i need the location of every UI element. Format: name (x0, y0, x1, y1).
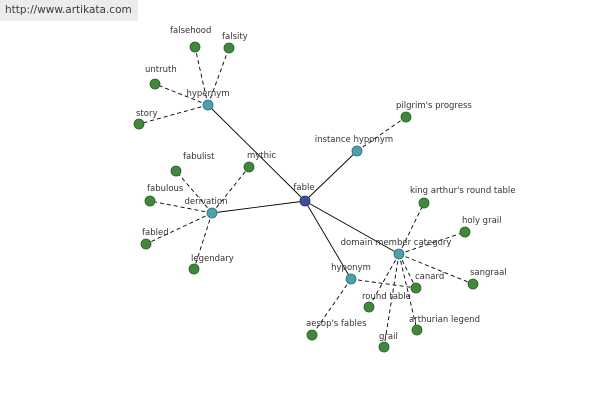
leaf-label-falsity: falsity (222, 32, 248, 42)
edge-domain-member-category-to-canard (398, 253, 417, 289)
edge-domain-member-category-to-grail (383, 253, 400, 348)
relation-node-instance-hyponym (351, 145, 363, 157)
leaf-node-falsehood (189, 41, 201, 53)
leaf-label-story: story (136, 109, 158, 119)
leaf-label-round-table: round table (362, 292, 411, 302)
edge-hypernym-to-falsehood (194, 46, 209, 106)
leaf-node-king-arthur-s-round-table (418, 197, 430, 209)
relation-node-derivation (206, 207, 218, 219)
leaf-label-pilgrim-s-progress: pilgrim's progress (396, 101, 472, 111)
leaf-label-canard: canard (415, 272, 444, 282)
relation-node-domain-member-category (393, 248, 405, 260)
edge-derivation-to-legendary (193, 212, 213, 270)
leaf-node-story (133, 118, 145, 130)
edge-hypernym-to-untruth (154, 83, 209, 106)
leaf-label-king-arthur-s-round-table: king arthur's round table (410, 186, 515, 196)
leaf-label-grail: grail (379, 332, 398, 342)
leaf-node-pilgrim-s-progress (400, 111, 412, 123)
leaf-node-falsity (223, 42, 235, 54)
leaf-node-holy-grail (459, 226, 471, 238)
leaf-node-grail (378, 341, 390, 353)
leaf-label-aesop-s-fables: aesop's fables (306, 319, 367, 329)
labels: falsehood falsity untruth story hypernym pilg… (136, 26, 515, 342)
leaf-node-canard (410, 282, 422, 294)
edge-hypernym-to-falsity (207, 47, 230, 106)
relation-label-derivation: derivation (184, 197, 227, 207)
leaf-node-untruth (149, 78, 161, 90)
leaf-label-arthurian-legend: arthurian legend (409, 315, 480, 325)
leaf-label-mythic: mythic (247, 151, 276, 161)
leaf-node-round-table (363, 301, 375, 313)
edge-instance-hyponym-to-pilgrim-s-progress (356, 116, 407, 152)
leaf-node-fabulous (144, 195, 156, 207)
leaf-label-fabulist: fabulist (183, 152, 215, 162)
edge-hypernym-to-story (138, 104, 209, 125)
leaf-node-aesop-s-fables (306, 329, 318, 341)
edge-fable-to-hyponym (304, 200, 352, 280)
edge-hyponym-to-aesop-s-fables (311, 278, 352, 336)
edge-domain-member-category-to-holy-grail (398, 231, 466, 255)
edge-fable-to-derivation (211, 200, 306, 214)
edge-derivation-to-mythic (211, 166, 250, 214)
site-url-watermark: http://www.artikata.com (0, 0, 138, 21)
leaf-label-untruth: untruth (145, 65, 177, 75)
leaf-label-falsehood: falsehood (170, 26, 211, 36)
edge-domain-member-category-to-arthurian-legend (398, 253, 418, 331)
leaf-node-fabled (140, 238, 152, 250)
relation-label-domain-member-category: domain member category (341, 238, 452, 248)
relation-label-instance-hyponym: instance hyponym (315, 135, 393, 145)
leaf-label-holy-grail: holy grail (462, 216, 502, 226)
edge-fable-to-domain-member-category (304, 200, 400, 255)
center-node-fable (299, 195, 311, 207)
leaf-label-fabulous: fabulous (147, 184, 184, 194)
relation-label-hypernym: hypernym (186, 89, 229, 99)
edge-domain-member-category-to-sangraal (398, 253, 474, 285)
center-label-fable: fable (293, 183, 314, 193)
leaf-node-fabulist (170, 165, 182, 177)
edges (138, 46, 474, 348)
leaf-node-sangraal (467, 278, 479, 290)
edge-hyponym-to-canard (350, 278, 417, 289)
edge-derivation-to-fabulous (149, 200, 213, 214)
edge-derivation-to-fabulist (175, 170, 213, 214)
leaf-label-legendary: legendary (191, 254, 234, 264)
edge-domain-member-category-to-king-arthur-s-round-table (398, 202, 425, 255)
edge-fable-to-instance-hyponym (304, 150, 358, 202)
leaf-node-arthurian-legend (411, 324, 423, 336)
edge-derivation-to-fabled (145, 212, 213, 245)
relation-label-hyponym: hyponym (331, 263, 371, 273)
leaf-node-legendary (188, 263, 200, 275)
relation-node-hyponym (345, 273, 357, 285)
leaf-label-fabled: fabled (142, 228, 169, 238)
relation-node-hypernym (202, 99, 214, 111)
leaf-label-sangraal: sangraal (470, 268, 507, 278)
nodes (133, 41, 479, 353)
edge-fable-to-hypernym (207, 104, 306, 202)
edge-domain-member-category-to-round-table (368, 253, 400, 308)
leaf-node-mythic (243, 161, 255, 173)
